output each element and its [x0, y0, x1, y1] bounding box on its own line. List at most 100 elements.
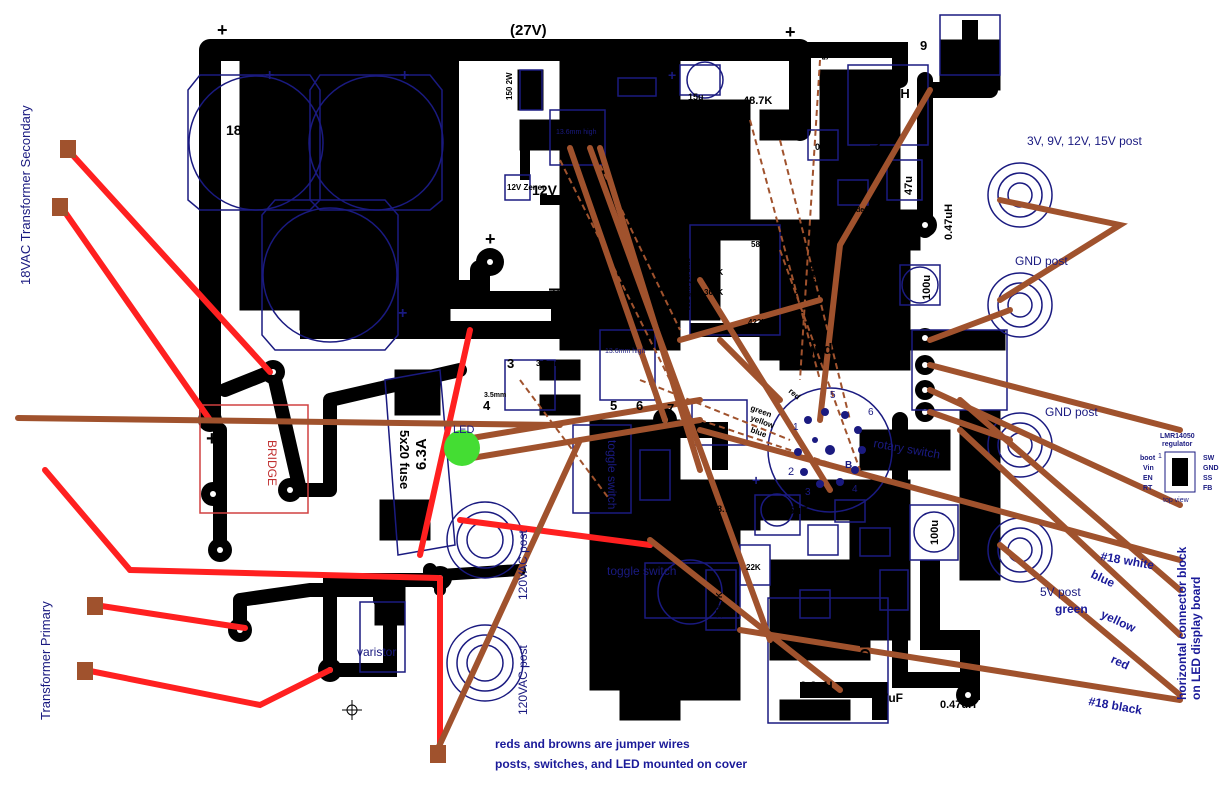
- component-value: 13.6mm high: [605, 348, 646, 355]
- connector-title: on LED display board: [1189, 577, 1203, 700]
- component-value: 22K: [767, 345, 782, 354]
- component-value: 100u: [921, 275, 933, 300]
- component-value: 13.6mm high: [556, 129, 597, 136]
- rotary-position: 4: [852, 484, 858, 495]
- brown-jumper-wires: [15, 87, 1183, 758]
- post-label: GND post: [1045, 405, 1098, 419]
- rotary-position: 1: [793, 422, 799, 433]
- plus-mark: +: [217, 20, 228, 40]
- ic-pin-right: FB: [1203, 485, 1212, 492]
- component-value: 47uF: [875, 691, 903, 705]
- component-value: 0.1u: [862, 538, 880, 548]
- ic-pinout-inset: LMR14050 regulator 1 boot Vin EN RT SW G…: [1140, 433, 1219, 504]
- ic-pin-right: SS: [1203, 475, 1213, 482]
- rotary-position: 3: [805, 487, 811, 498]
- component-value: 12V: [532, 182, 558, 198]
- component-value: 150 2W: [505, 72, 514, 100]
- component-value: 56k: [803, 598, 812, 612]
- led-indicator: [444, 430, 480, 466]
- cap-label: 1800u: [226, 122, 266, 138]
- ic-pin1: 1: [1158, 453, 1162, 460]
- ic-pad: [1172, 458, 1188, 486]
- cap-label: 1800u: [355, 122, 395, 138]
- dashed-wires: [519, 59, 881, 501]
- component-value: 48.7K: [743, 95, 772, 107]
- red-jumper-wires: [42, 147, 653, 753]
- component-value: 422K: [748, 318, 767, 327]
- component-value: 12V Zener: [507, 183, 545, 192]
- component-value: 9.2uH: [800, 679, 833, 693]
- cap-label: 1800u: [310, 257, 350, 273]
- transformer-primary-label: Transformer Primary: [38, 601, 53, 720]
- ic-pin-left: EN: [1143, 475, 1153, 482]
- component-value: SDiode: [840, 207, 864, 214]
- footnote: posts, switches, and LED mounted on cove…: [495, 757, 747, 771]
- plus-mark: +: [785, 22, 796, 42]
- component-value: OUT: [867, 128, 884, 160]
- plus-mark: +: [485, 229, 496, 249]
- connector-title: horizontal connector block: [1175, 546, 1189, 700]
- post-label: 5V post: [1040, 585, 1081, 599]
- component-value: 15uF: [782, 505, 808, 517]
- ic-pin-left: Vin: [1143, 465, 1154, 472]
- copper-traces: [199, 20, 1006, 721]
- rotary-position: 6: [868, 407, 874, 418]
- component-value: 22K: [746, 563, 761, 572]
- post-label: 3V, 9V, 12V, 15V post: [1027, 134, 1142, 148]
- ac-post-label: 120VAC post: [516, 530, 530, 600]
- rotary-position: B: [845, 460, 852, 471]
- post-label: GND post: [1015, 254, 1068, 268]
- pin-number: 8: [674, 426, 681, 441]
- component-value: 0.47uH: [940, 699, 976, 711]
- component-value: SDiode: [889, 572, 898, 600]
- component-value: 58.5K: [751, 240, 773, 249]
- gnd-label: gnd: [547, 288, 564, 316]
- wire-color: red: [787, 387, 802, 402]
- ic-title: regulator: [1162, 441, 1193, 448]
- component-value: 100u: [929, 520, 941, 545]
- toggle-label: toggle switch: [605, 440, 619, 509]
- fuse-label: 5x20 fuse: [397, 430, 412, 489]
- component-value: OUT: [857, 628, 874, 660]
- plus-mark: +: [398, 305, 407, 322]
- plus-mark: +: [668, 67, 676, 83]
- crosshair-icon: [342, 700, 362, 720]
- gnd-label: gnd: [805, 341, 833, 358]
- component-value: 13uH: [878, 86, 910, 101]
- varistor-label: varistor: [357, 645, 396, 659]
- ic-title: LMR14050: [1160, 433, 1195, 440]
- wire-color: orange: [807, 265, 817, 295]
- pin-number: 6: [636, 398, 643, 413]
- bridge-label: BRIDGE: [265, 440, 279, 486]
- toggle-label: toggle switch: [607, 564, 676, 578]
- pin-number: 2: [596, 92, 603, 107]
- component-value: 243K: [704, 268, 723, 277]
- ic-pin-right: SW: [1203, 455, 1215, 462]
- component-value: 15u: [688, 92, 704, 102]
- rotary-position: 2: [788, 466, 794, 478]
- component-value: 47u: [903, 176, 915, 195]
- connector-wire: #18 black: [1087, 694, 1143, 717]
- component-value: 0.1u: [815, 142, 833, 152]
- component-value: 56K: [793, 230, 802, 245]
- gnd-label: gnd: [625, 699, 653, 716]
- plus-mark: +: [265, 67, 274, 84]
- component-value: 0.47uH: [943, 204, 955, 240]
- component-value: 3.5mm: [484, 392, 506, 399]
- component-value: 48.7K: [712, 504, 737, 514]
- ic-caption: top view: [1163, 497, 1190, 504]
- led-label: LED: [453, 424, 474, 436]
- ac-post-label: 120VAC post: [516, 645, 530, 715]
- component-value: D: [633, 84, 640, 95]
- transformer-secondary-label: 18VAC Transformer Secondary: [18, 105, 33, 285]
- component-value: 124.7K: [715, 592, 724, 618]
- plus-mark: +: [752, 472, 760, 488]
- wire-color: red grn yel blue: [685, 258, 692, 310]
- pin-number: 4: [483, 398, 491, 413]
- component-value: 56k: [821, 46, 830, 60]
- voltage-label: (27V): [510, 22, 547, 39]
- connector-wire: green: [1055, 602, 1088, 616]
- pin-number: 9: [920, 38, 927, 53]
- plus-mark: +: [206, 428, 218, 450]
